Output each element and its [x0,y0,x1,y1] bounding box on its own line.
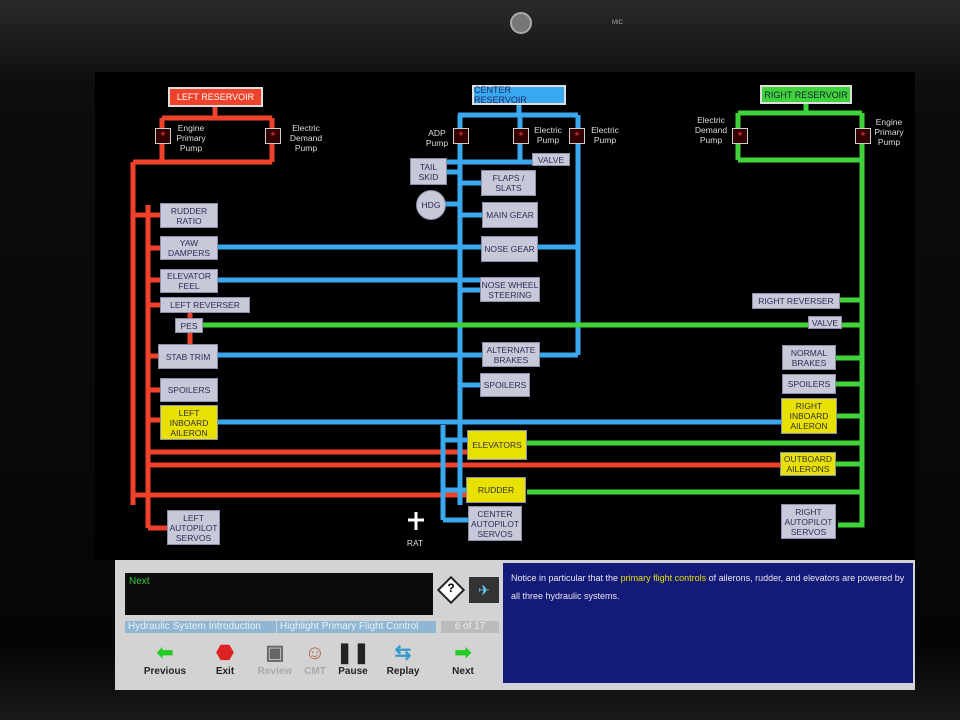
arrow-left-icon: ⬅ [156,642,174,664]
tail-skid: TAIL SKID [410,158,447,185]
breadcrumb-module[interactable]: Hydraulic System Introduction [125,621,276,633]
left-electric-pump-label: Electric Demand Pump [289,123,323,153]
center-electric-pump-label: Electric Pump [534,125,562,145]
pause-button[interactable]: ❚❚Pause [323,640,383,677]
pump-icon: * [453,128,469,144]
camera [510,12,532,34]
rat-label: RAT [406,538,424,548]
breadcrumb-topic[interactable]: Highlight Primary Flight Control [277,621,436,633]
right-autopilot-servos: RIGHT AUTOPILOT SERVOS [781,504,836,539]
center-electric-pump-2-label: Electric Pump [591,125,619,145]
right-reservoir: RIGHT RESERVOIR [760,85,852,104]
elevator-feel: ELEVATOR FEEL [160,269,218,293]
review-icon: ▣ [265,642,285,664]
left-autopilot-servos: LEFT AUTOPILOT SERVOS [167,510,220,545]
message-box: Next [125,573,433,615]
nose-wheel-steering: NOSE WHEEL STEERING [480,277,540,302]
left-reverser: LEFT REVERSER [160,297,250,313]
previous-button[interactable]: ⬅Previous [135,640,195,677]
adp-pump-label: ADP Pump [425,128,449,148]
cmt-button: ☺CMT [285,640,345,677]
flaps-slats: FLAPS / SLATS [481,170,536,196]
rat-icon [408,512,424,530]
right-spoilers: SPOILERS [782,374,836,394]
pump-icon: * [855,128,871,144]
alternate-brakes: ALTERNATE BRAKES [482,342,540,367]
center-reservoir: CENTER RESERVOIR [472,85,566,105]
replay-icon: ⇆ [394,642,412,664]
pump-icon: * [513,128,529,144]
hdg: HDG [416,190,446,220]
pump-icon: * [265,128,281,144]
cmt-icon: ☺ [304,642,326,664]
left-reservoir: LEFT RESERVOIR [168,87,263,107]
right-valve: VALVE [808,316,842,329]
replay-button[interactable]: ⇆Replay [373,640,433,677]
rudder: RUDDER [466,477,526,503]
pause-icon: ❚❚ [336,642,370,664]
yaw-dampers: YAW DAMPERS [160,236,218,260]
pes: PES [175,318,203,333]
lesson-control-panel: Next ? ✈ Hydraulic System Introduction H… [115,560,915,690]
right-reverser: RIGHT REVERSER [752,293,840,309]
left-system-lines [130,107,782,531]
left-spoilers: SPOILERS [160,378,218,402]
center-valve: VALVE [532,153,570,166]
pump-icon: * [155,128,171,144]
page-counter: 6 of 17 [441,621,499,633]
outboard-ailerons: OUTBOARD AILERONS [780,452,836,476]
arrow-right-icon: ➡ [454,642,472,664]
center-spoilers: SPOILERS [480,373,530,397]
review-button: ▣Review [245,640,305,677]
next-button[interactable]: ➡Next [433,640,493,677]
stab-trim: STAB TRIM [158,344,218,369]
right-engine-pump-label: Engine Primary Pump [874,117,904,147]
normal-brakes: NORMAL BRAKES [782,345,836,370]
elevators: ELEVATORS [467,430,527,460]
rudder-ratio: RUDDER RATIO [160,203,218,228]
help-icon: ? [447,581,455,595]
nose-gear: NOSE GEAR [481,236,538,262]
aircraft-icon[interactable]: ✈ [469,577,499,603]
pump-icon: * [569,128,585,144]
right-inboard-aileron: RIGHT INBOARD AILERON [781,398,837,434]
narration-text: Notice in particular that the primary fl… [503,563,913,683]
exit-button[interactable]: ⬣Exit [195,640,255,677]
exit-icon: ⬣ [216,642,234,664]
left-engine-pump-label: Engine Primary Pump [176,123,206,153]
right-electric-pump-label: Electric Demand Pump [694,115,728,145]
center-autopilot-servos: CENTER AUTOPILOT SERVOS [468,506,522,541]
left-inboard-aileron: LEFT INBOARD AILERON [160,405,218,440]
main-gear: MAIN GEAR [482,202,538,228]
pump-icon: * [732,128,748,144]
right-system-lines [203,104,865,528]
mic-label: MIC [612,20,623,26]
